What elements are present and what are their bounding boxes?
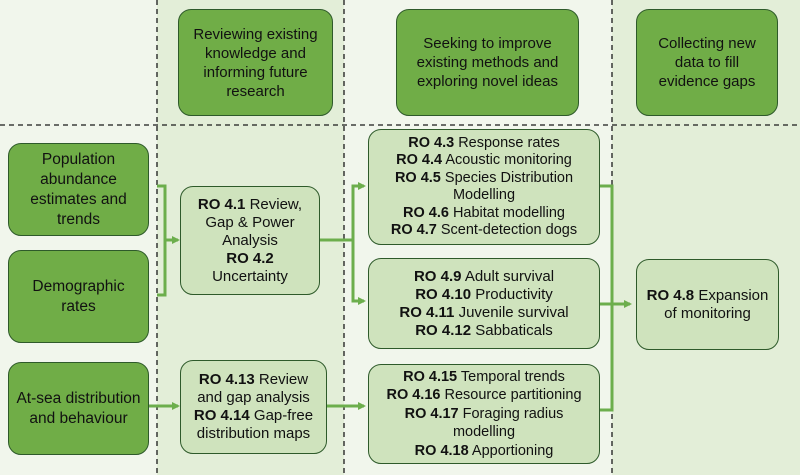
ro417-text: Foraging radius modelling xyxy=(452,405,564,441)
ro413-line: RO 4.13 Review and gap analysis xyxy=(186,371,322,407)
ro49-line: RO 4.9 Adult survival xyxy=(414,268,554,286)
header-reviewing-text: Reviewing existing knowledge and informi… xyxy=(193,25,318,100)
ro49-code: RO 4.9 xyxy=(413,267,462,285)
ro43-code: RO 4.3 xyxy=(408,134,455,151)
ro416-line: RO 4.16 Resource partitioning xyxy=(386,386,581,405)
ro47-code: RO 4.7 xyxy=(390,222,437,238)
input-population-text: Population abundance estimates and trend… xyxy=(30,150,127,228)
ro416-text: Resource partitioning xyxy=(444,387,582,404)
input-population: Population abundance estimates and trend… xyxy=(8,143,149,236)
ro49-text: Adult survival xyxy=(464,267,555,285)
ro415-line: RO 4.15 Temporal trends xyxy=(403,368,565,387)
ro44-text: Acoustic monitoring xyxy=(445,152,572,168)
ro410-text: Productivity xyxy=(475,285,553,303)
methods-box-bot: RO 4.15 Temporal trends RO 4.16 Resource… xyxy=(368,364,600,464)
input-atsea-text: At-sea distribution and behaviour xyxy=(16,389,141,427)
ro42-text: Uncertainty xyxy=(212,267,288,285)
ro45-line: RO 4.5 Species Distribution Modelling xyxy=(384,170,584,205)
ro414-text: Gap-free distribution maps xyxy=(196,407,314,442)
input-demographic-text: Demographic rates xyxy=(32,277,125,315)
ro411-line: RO 4.11 Juvenile survival xyxy=(399,304,568,322)
expansion-box: RO 4.8 Expansion of monitoring xyxy=(636,259,779,350)
ro412-code: RO 4.12 xyxy=(415,321,472,339)
input-atsea: At-sea distribution and behaviour xyxy=(8,362,149,455)
ro416-code: RO 4.16 xyxy=(386,387,441,404)
ro46-code: RO 4.6 xyxy=(402,204,449,221)
ro41-text: Review, Gap & Power Analysis xyxy=(205,195,303,249)
ro43-text: Response rates xyxy=(458,134,560,151)
ro415-code: RO 4.15 xyxy=(403,368,458,385)
ro412-line: RO 4.12 Sabbaticals xyxy=(415,322,553,340)
ro412-text: Sabbaticals xyxy=(475,321,553,339)
ro415-text: Temporal trends xyxy=(460,368,565,385)
ro417-code: RO 4.17 xyxy=(404,405,459,422)
ro414-code: RO 4.14 xyxy=(193,407,250,424)
ro411-code: RO 4.11 xyxy=(399,303,455,321)
ro411-text: Juvenile survival xyxy=(458,303,569,321)
header-improving: Seeking to improve existing methods and … xyxy=(396,9,579,116)
ro47-line: RO 4.7 Scent-detection dogs xyxy=(391,222,577,240)
header-collecting: Collecting new data to fill evidence gap… xyxy=(636,9,778,116)
ro413-text: Review and gap analysis xyxy=(197,371,310,406)
ro48-code: RO 4.8 xyxy=(646,286,695,304)
header-improving-text: Seeking to improve existing methods and … xyxy=(416,35,559,90)
ro41-code: RO 4.1 xyxy=(197,195,246,213)
ro44-line: RO 4.4 Acoustic monitoring xyxy=(396,152,572,170)
header-reviewing: Reviewing existing knowledge and informi… xyxy=(178,9,333,116)
ro46-line: RO 4.6 Habitat modelling xyxy=(403,205,565,223)
ro41-line: RO 4.1 Review, Gap & Power Analysis xyxy=(187,196,313,250)
ro43-line: RO 4.3 Response rates xyxy=(408,135,560,153)
methods-box-mid: RO 4.9 Adult survival RO 4.10 Productivi… xyxy=(368,258,600,349)
ro48-text: Expansion of monitoring xyxy=(664,286,769,322)
ro46-text: Habitat modelling xyxy=(452,204,565,221)
ro414-line: RO 4.14 Gap-free distribution maps xyxy=(186,407,322,443)
ro42-code: RO 4.2 xyxy=(226,249,274,267)
ro47-text: Scent-detection dogs xyxy=(440,222,578,238)
ro410-line: RO 4.10 Productivity xyxy=(415,286,553,304)
ro417-line: RO 4.17 Foraging radius modelling xyxy=(389,405,579,442)
ro418-text: Apportioning xyxy=(471,442,554,459)
ro44-code: RO 4.4 xyxy=(396,152,443,168)
ro413-code: RO 4.13 xyxy=(198,371,255,388)
ro45-text: Species Distribution Modelling xyxy=(444,169,574,204)
input-demographic: Demographic rates xyxy=(8,250,149,343)
ro48-line: RO 4.8 Expansion of monitoring xyxy=(642,287,774,323)
ro418-code: RO 4.18 xyxy=(414,442,469,459)
methods-box-top: RO 4.3 Response rates RO 4.4 Acoustic mo… xyxy=(368,129,600,245)
ro410-code: RO 4.10 xyxy=(415,285,472,303)
review-box-ro41-ro42: RO 4.1 Review, Gap & Power Analysis RO 4… xyxy=(180,186,320,295)
ro418-line: RO 4.18 Apportioning xyxy=(415,442,554,461)
ro45-code: RO 4.5 xyxy=(394,169,441,186)
review-box-ro413-ro414: RO 4.13 Review and gap analysis RO 4.14 … xyxy=(180,360,327,454)
header-collecting-text: Collecting new data to fill evidence gap… xyxy=(658,35,756,90)
